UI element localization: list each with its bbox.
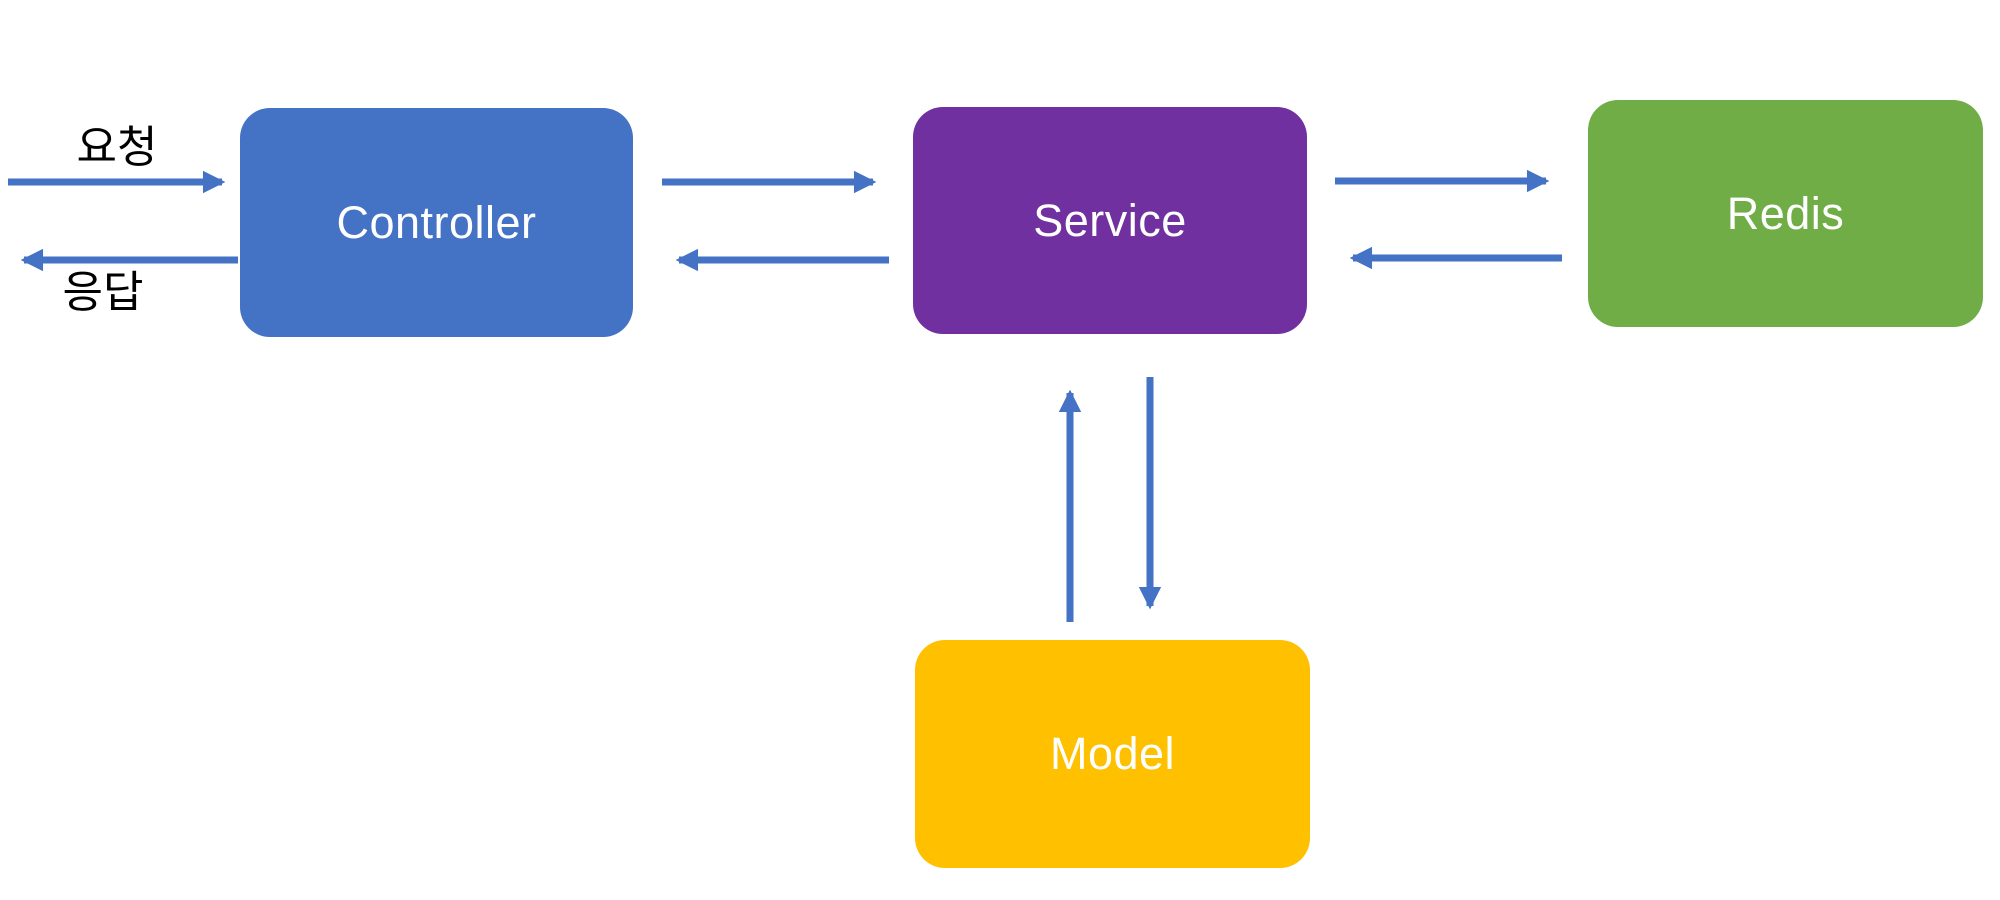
node-service: Service bbox=[913, 107, 1307, 334]
node-controller-label: Controller bbox=[336, 196, 537, 248]
edge-label-request: 요청 bbox=[76, 123, 158, 172]
node-model: Model bbox=[915, 640, 1310, 868]
node-model-label: Model bbox=[1049, 728, 1176, 779]
node-redis: Redis bbox=[1588, 100, 1983, 327]
node-redis-label: Redis bbox=[1726, 187, 1845, 239]
node-controller: Controller bbox=[240, 108, 633, 337]
node-service-label: Service bbox=[1033, 194, 1187, 246]
edge-label-response: 응답 bbox=[62, 268, 144, 317]
